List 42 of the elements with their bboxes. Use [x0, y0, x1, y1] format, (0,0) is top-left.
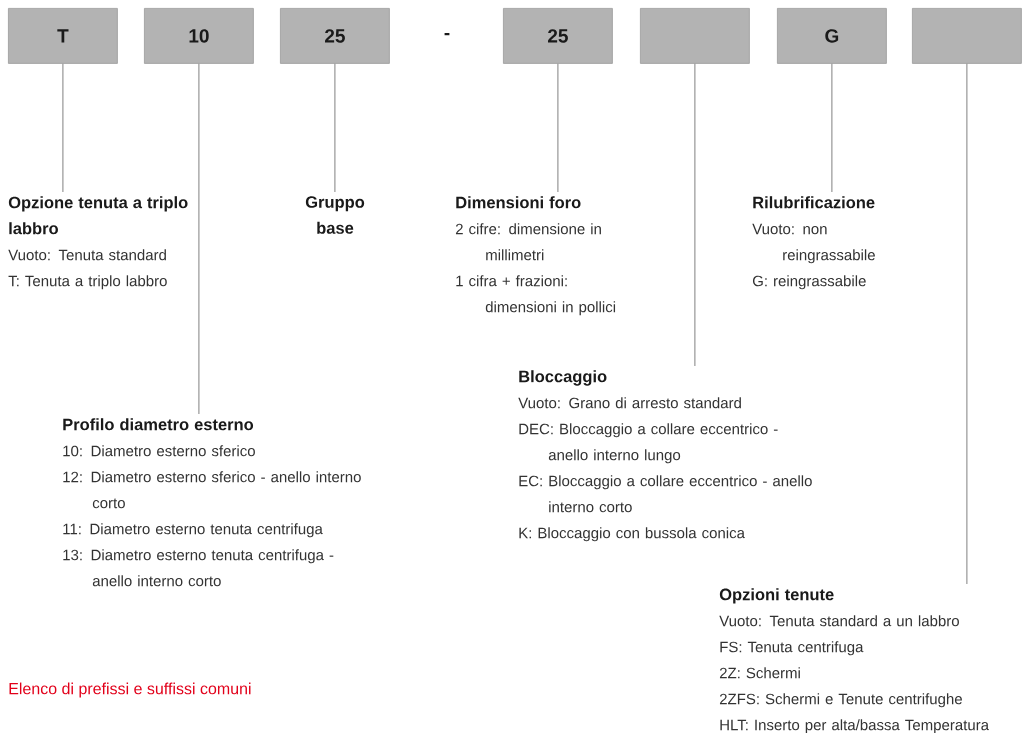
leader-line — [557, 63, 559, 193]
heading: Gruppo base — [305, 196, 365, 234]
leader-line — [198, 63, 200, 415]
section-title: Elenco di prefissi e suffissi comuni — [9, 682, 251, 698]
code-box — [912, 8, 1022, 64]
list-item: Vuoto: Grano di arresto standard — [518, 397, 741, 409]
list-item: FS: Tenuta centrifuga — [720, 641, 864, 656]
code-box: 25 — [280, 8, 390, 64]
code-box: T — [8, 8, 118, 64]
heading: Dimensioni foro — [456, 196, 581, 209]
leader-line — [966, 63, 968, 585]
heading: Profilo diametro esterno — [63, 418, 254, 431]
list-item: 12: Diametro esterno sferico - anello interno corto — [63, 471, 361, 509]
list-item: 1 cifra + frazioni: dimensioni in pollici — [456, 275, 616, 316]
list-item: 11: Diametro esterno tenuta centrifuga — [63, 523, 323, 538]
list-item: Vuoto: Tenuta standard — [8, 249, 166, 261]
leader-line — [694, 63, 696, 367]
leader-line — [831, 63, 833, 193]
heading: Rilubrificazione — [753, 196, 875, 209]
list-item: Vuoto: Tenuta standard a un labbro — [719, 615, 959, 627]
heading: Opzioni tenute — [719, 588, 834, 604]
list-item: 13: Diametro esterno tenuta centrifuga - anello interno corto — [63, 549, 334, 587]
list-item: 2ZFS: Schermi e Tenute centrifughe — [719, 693, 962, 708]
code-box — [640, 8, 750, 64]
list-item: 10: Diametro esterno sferico — [63, 445, 255, 457]
code-box: 10 — [144, 8, 254, 64]
list-item: HLT: Inserto per alta/bassa Temperatura — [720, 719, 990, 733]
code-box: 25 — [503, 8, 613, 64]
list-item: 2Z: Schermi — [719, 667, 800, 679]
leader-line — [334, 63, 336, 193]
list-item: G: reingrassabile — [752, 275, 866, 290]
list-item: EC: Bloccaggio a collare eccentrico - anello interno corto — [519, 475, 812, 513]
heading: Opzione tenuta a triplo labbro — [8, 196, 188, 235]
list-item: 2 cifre: dimensione in millimetri — [455, 223, 601, 261]
code-box: G — [777, 8, 887, 64]
list-item: Vuoto: non reingrassabile — [752, 223, 875, 264]
list-item: K: Bloccaggio con bussola conica — [519, 527, 745, 542]
separator-dash: - — [444, 32, 450, 36]
list-item: DEC: Bloccaggio a collare eccentrico - anello interno lungo — [519, 423, 778, 464]
leader-line — [62, 63, 64, 193]
heading: Bloccaggio — [519, 370, 607, 386]
list-item: T: Tenuta a triplo labbro — [8, 275, 167, 290]
